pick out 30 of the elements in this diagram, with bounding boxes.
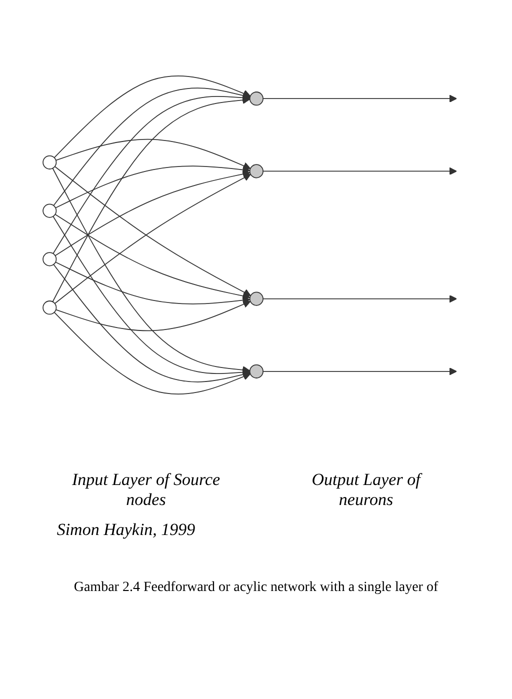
arrow <box>53 264 250 382</box>
caption: Gambar 2.4 Feedforward or acylic network with a single layer of <box>72 580 440 596</box>
citation: Simon Haykin, 1999 <box>56 520 196 540</box>
node-circle <box>249 92 264 106</box>
arrow <box>262 368 457 376</box>
arrow <box>52 168 250 374</box>
node-circle <box>249 292 264 306</box>
node-circle <box>249 364 264 378</box>
arrow <box>55 300 251 332</box>
arrow <box>262 167 457 176</box>
arrow <box>262 94 457 102</box>
arrow <box>52 216 250 376</box>
arrow <box>54 312 251 394</box>
arrow <box>52 96 250 302</box>
arrow <box>55 166 250 208</box>
layer-label: Output Layer of neurons <box>310 470 424 510</box>
arrow <box>55 138 251 170</box>
arrow <box>54 214 250 300</box>
arrow <box>54 170 250 256</box>
arrow <box>262 294 457 303</box>
arrow <box>55 262 250 304</box>
node-circle <box>42 252 57 266</box>
node-circle <box>42 204 57 218</box>
layer-label: Input Layer of Source nodes <box>71 470 221 510</box>
arrow <box>52 94 250 254</box>
arrow <box>53 88 250 206</box>
node-circle <box>42 300 57 315</box>
node-circle <box>249 164 264 178</box>
node-circle <box>42 155 57 170</box>
arrow <box>54 76 251 158</box>
